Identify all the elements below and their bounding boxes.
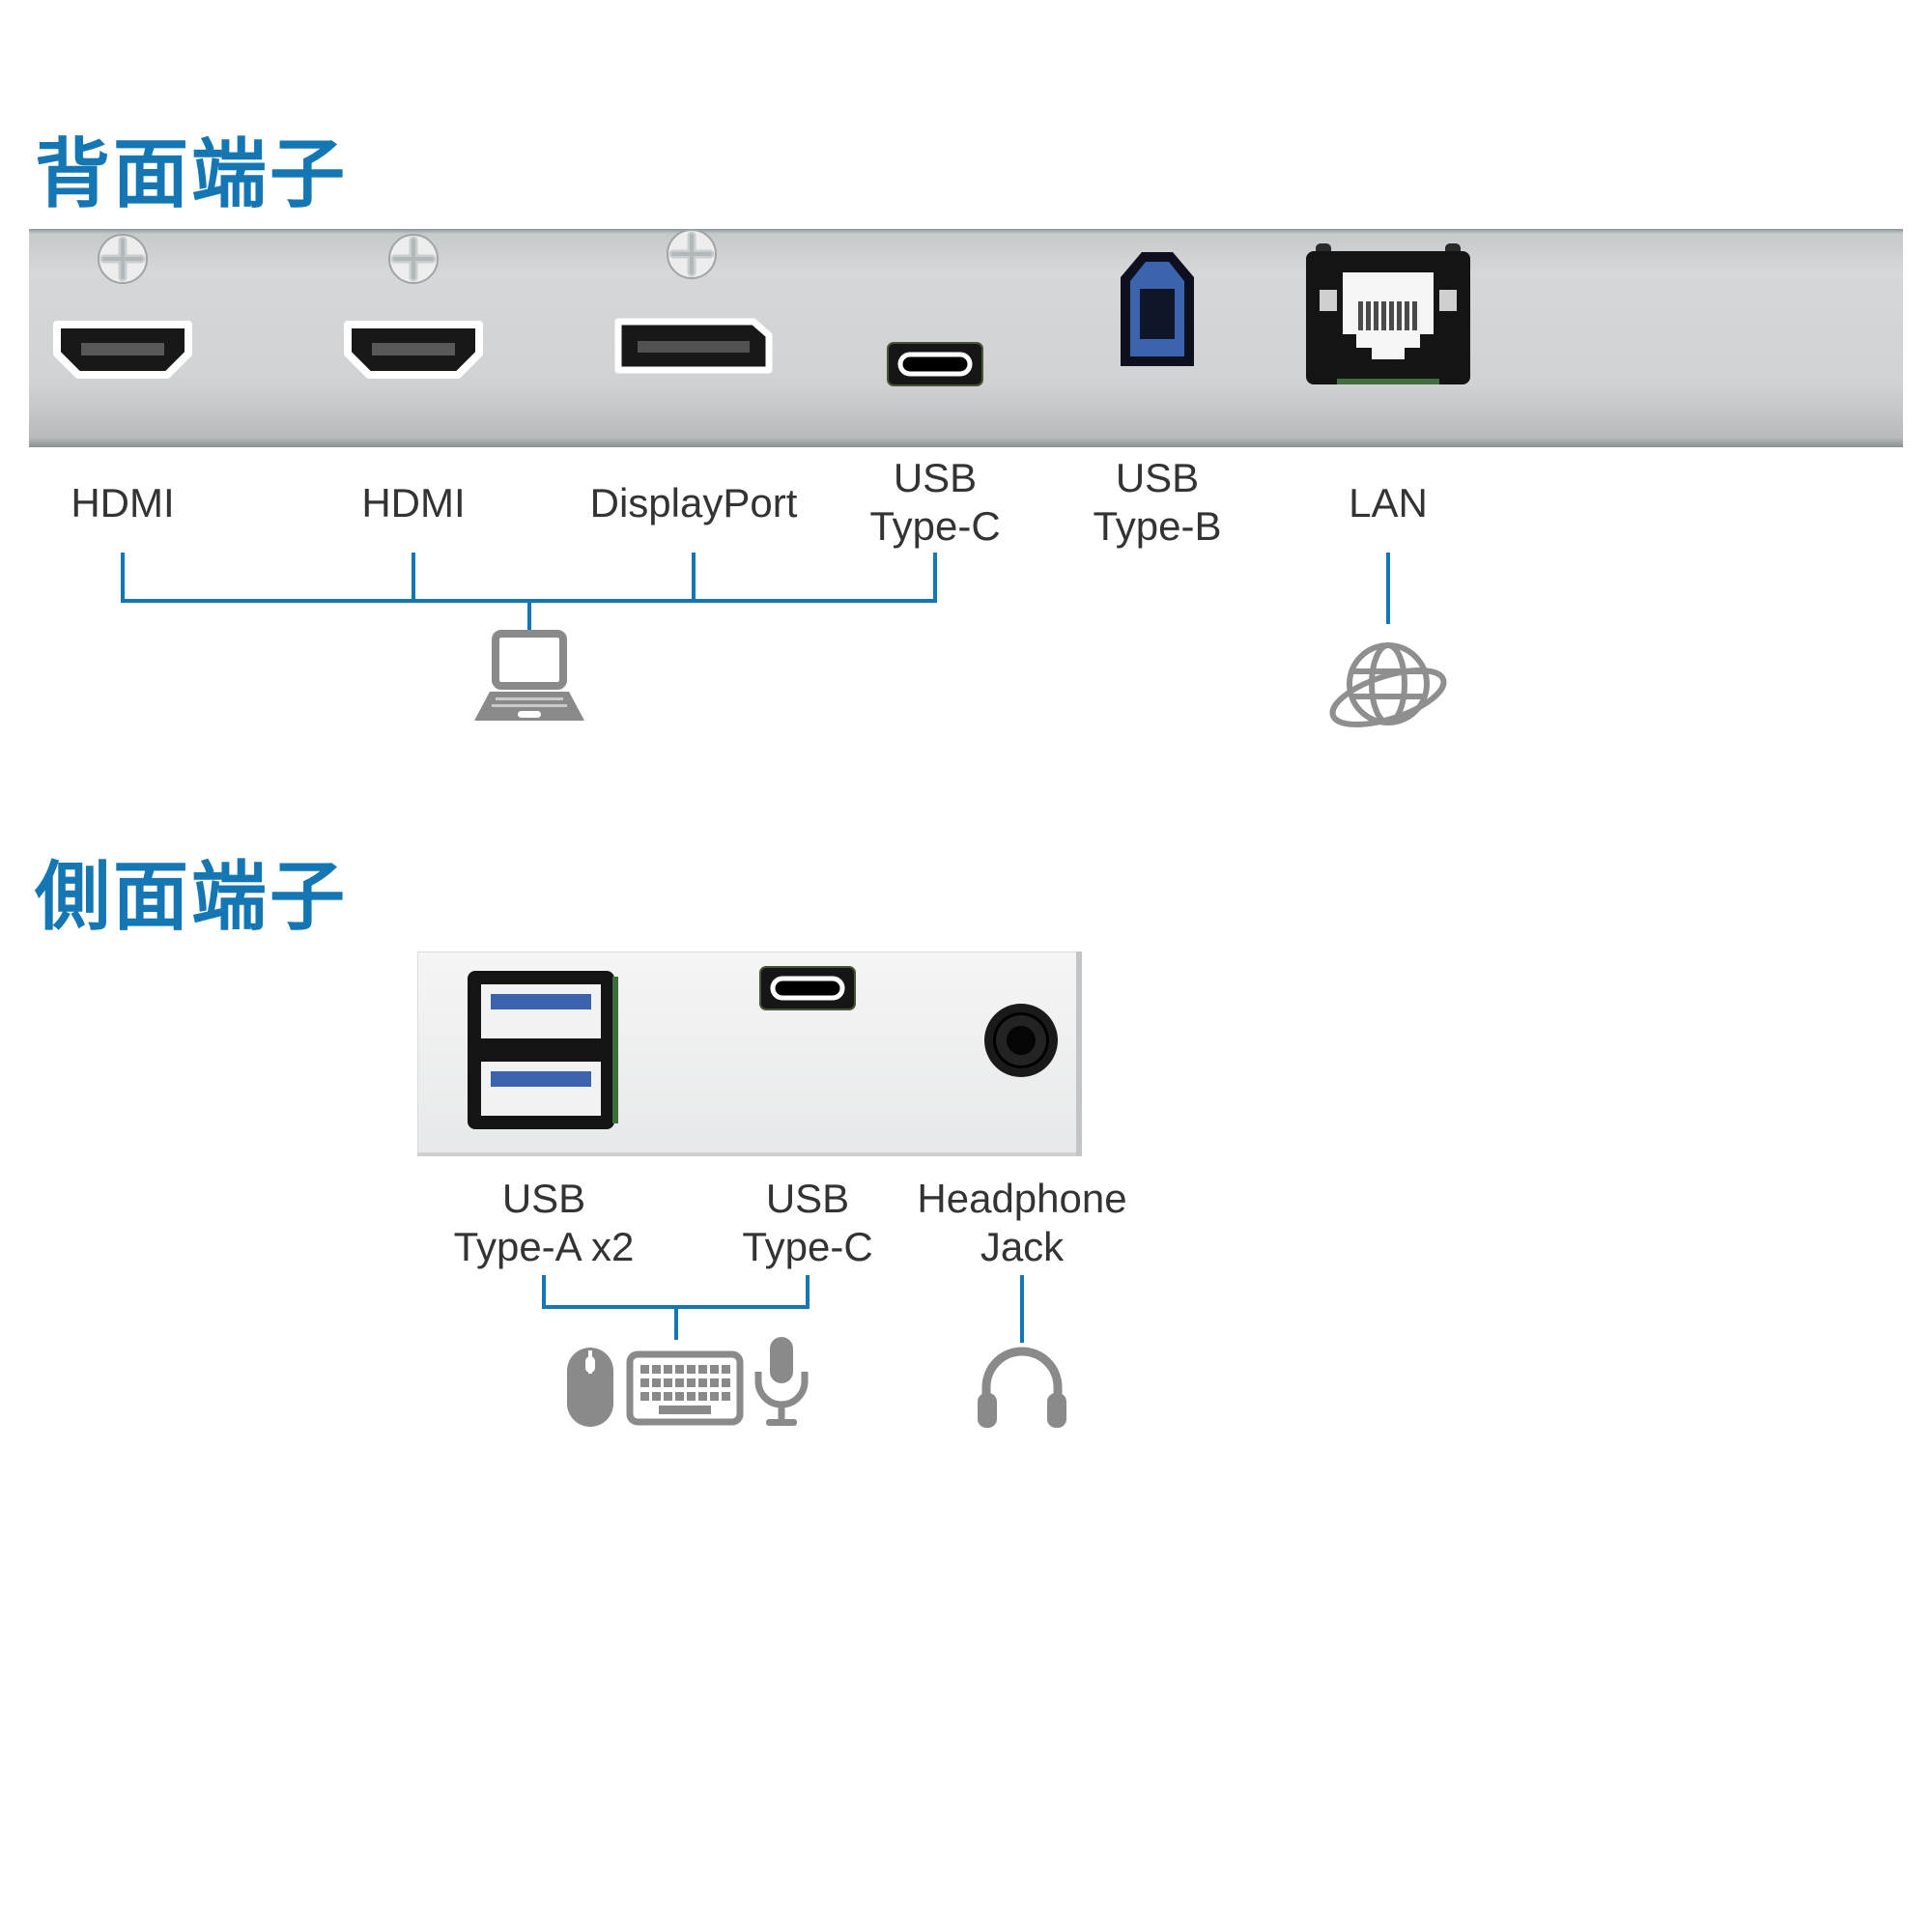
screw-icon [666, 228, 718, 280]
usb-c-port [887, 342, 983, 386]
rear-section-title: 背面端子 [35, 131, 349, 216]
globe-icon [1323, 628, 1453, 753]
mouse-icon [564, 1345, 616, 1430]
connector-line-usb-type-c [933, 553, 937, 603]
headphone-jack-port [982, 1002, 1060, 1079]
port-label-displayport: DisplayPort [589, 480, 798, 526]
connector-line-peripherals [674, 1307, 678, 1340]
usb-a-port [466, 969, 620, 1131]
headphones-icon [976, 1343, 1068, 1432]
screw-icon [387, 233, 440, 285]
usb-b-port [1113, 244, 1202, 372]
lan-port [1304, 243, 1472, 388]
port-label-headphone-jack: Headphone Jack [917, 1176, 1127, 1270]
connector-line-hdmi-2 [412, 553, 415, 603]
connector-line-laptop [527, 601, 531, 636]
displayport-port [611, 316, 777, 376]
connector-line-lan [1386, 553, 1390, 624]
port-label-hdmi-2: HDMI [361, 480, 466, 526]
screw-icon [97, 233, 149, 285]
hdmi-port [341, 317, 486, 383]
connector-line-displayport [692, 553, 696, 603]
connector-line-usb-type-c-side [806, 1275, 810, 1309]
usb-c-port [759, 966, 856, 1010]
keyboard-icon [626, 1350, 744, 1426]
port-label-usb-type-a: USB Type-A x2 [453, 1176, 635, 1270]
connector-line-usb-type-a [542, 1275, 546, 1309]
port-label-hdmi-1: HDMI [71, 480, 175, 526]
port-label-usb-type-c-side: USB Type-C [742, 1176, 873, 1270]
side-section-title: 側面端子 [35, 854, 349, 939]
laptop-icon [467, 630, 592, 738]
connector-line-hdmi-1 [121, 553, 125, 603]
hdmi-port [50, 317, 195, 383]
microphone-icon [752, 1335, 811, 1432]
connector-line-headphone [1020, 1275, 1024, 1343]
port-label-usb-type-b: USB Type-B [1093, 455, 1222, 550]
port-label-lan: LAN [1349, 480, 1428, 526]
port-label-usb-type-c: USB Type-C [869, 455, 1001, 550]
rear-panel [29, 229, 1903, 447]
